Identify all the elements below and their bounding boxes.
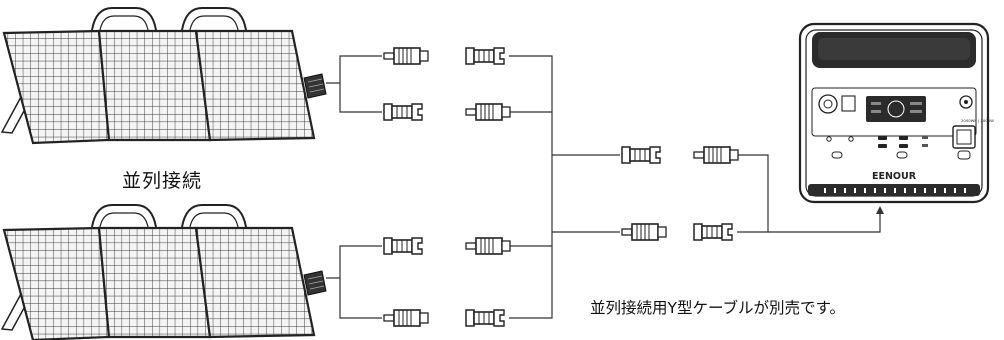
input-arrow bbox=[876, 206, 884, 214]
spec-text: 2000Wh | 2000W bbox=[961, 118, 994, 123]
power-station: 2000Wh | 2000W EENOUR bbox=[798, 22, 994, 204]
brand-logo: EENOUR bbox=[872, 171, 917, 182]
solar-panel-top bbox=[0, 6, 328, 145]
wiring bbox=[326, 55, 881, 319]
solar-panel-bottom bbox=[0, 203, 328, 340]
parallel-connection-label: 並列接続 bbox=[122, 170, 203, 192]
y-cable-note: 並列接続用Y型ケーブルが別売です。 bbox=[590, 299, 845, 317]
connectors bbox=[383, 47, 739, 327]
